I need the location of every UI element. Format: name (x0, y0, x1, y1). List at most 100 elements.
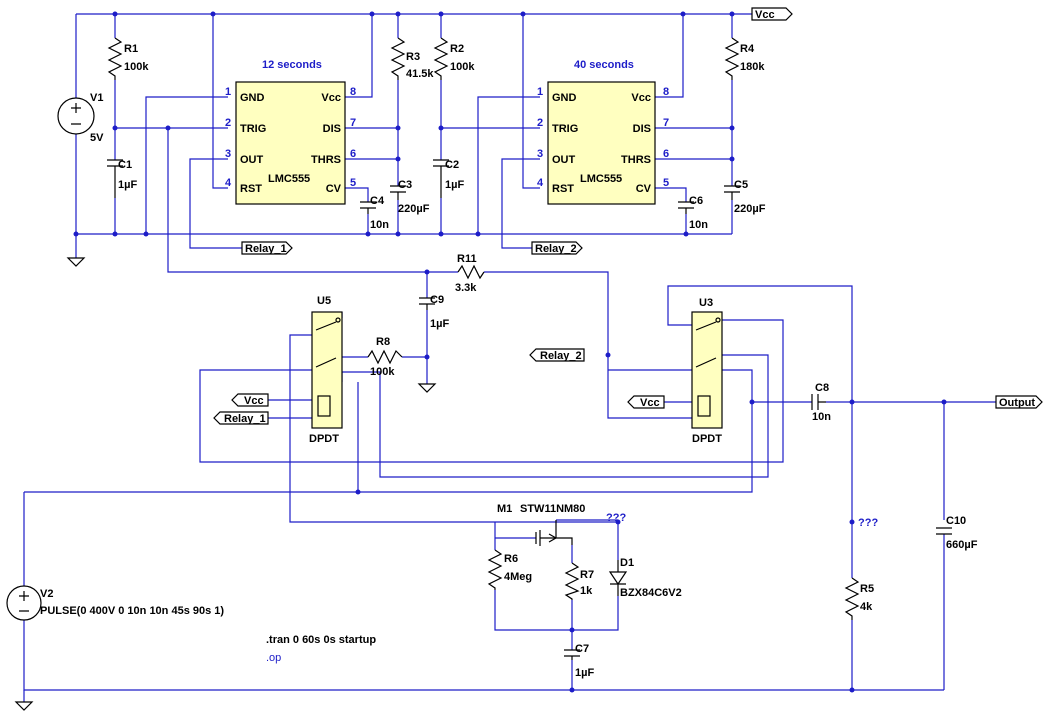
r5-value: 4k (860, 601, 873, 613)
pin-number: 3 (225, 148, 231, 160)
r7-name: R7 (580, 569, 594, 581)
probes: ??? ??? (606, 512, 878, 529)
pin-name: Vcc (321, 92, 341, 104)
zener-diode-d1: D1 BZX84C6V2 (608, 557, 682, 599)
chip-part: LMC555 (268, 173, 310, 185)
c5-name: C5 (734, 179, 748, 191)
r8-name: R8 (376, 336, 390, 348)
r11-name: R11 (457, 253, 477, 265)
r1-value: 100k (124, 61, 149, 73)
pin-name: CV (636, 183, 652, 195)
r6-name: R6 (504, 553, 518, 565)
directive-op: .op (266, 652, 281, 664)
u5-name: U5 (317, 295, 331, 307)
r3-name: R3 (406, 51, 420, 63)
capacitor-c4 (360, 201, 376, 214)
pin-number: 8 (350, 86, 356, 98)
pin-name: GND (240, 92, 265, 104)
resistor-r6 (487, 549, 503, 590)
flag-output: Output (999, 397, 1035, 409)
source-v2 (6, 585, 42, 621)
pin-number: 6 (350, 148, 356, 160)
resistor-r11 (457, 264, 485, 280)
r8-value: 100k (370, 366, 395, 378)
probe-r5-top: ??? (858, 517, 878, 529)
r5-name: R5 (860, 583, 874, 595)
c9-value: 1µF (430, 318, 449, 330)
v2-value: PULSE(0 400V 0 10n 10n 45s 90s 1) (40, 605, 224, 617)
pin-number: 3 (537, 148, 543, 160)
r4-name: R4 (740, 43, 755, 55)
c10-value: 660µF (946, 539, 978, 551)
c10-name: C10 (946, 515, 966, 527)
capacitor-c10 (936, 527, 952, 535)
flag-vcc-top: Vcc (755, 9, 775, 21)
m1-value: STW11NM80 (520, 503, 585, 515)
v1-value: 5V (90, 132, 104, 144)
source-v1 (57, 97, 95, 135)
pin-name: DIS (633, 123, 651, 135)
v1-name: V1 (90, 92, 103, 104)
capacitor-c7 (564, 649, 580, 660)
resistor-r4 (724, 37, 740, 80)
pin-name: TRIG (552, 123, 578, 135)
resistor-r2 (433, 37, 449, 80)
chip-title: 12 seconds (262, 59, 322, 71)
pin-name: RST (240, 183, 262, 195)
flag-relay1-in: Relay_1 (224, 413, 266, 425)
m1-name: M1 (497, 503, 512, 515)
v2-name: V2 (40, 588, 53, 600)
pin-number: 8 (663, 86, 669, 98)
pin-number: 4 (225, 177, 232, 189)
pin-number: 6 (663, 148, 669, 160)
c4-value: 10n (370, 219, 389, 231)
capacitors: C1 1µF C2 1µF C3 220µF C4 10n C5 220µF C… (107, 159, 978, 679)
relay-u3: U3 DPDT (691, 297, 723, 445)
u5-value: DPDT (309, 433, 339, 445)
net-flags: Vcc Relay_1 Relay_2 Relay_2 Vcc Relay_1 … (213, 7, 1043, 425)
spice-directives: .tran 0 60s 0s startup .op (266, 634, 376, 664)
c6-value: 10n (689, 219, 708, 231)
capacitor-c1 (107, 159, 123, 198)
r1-name: R1 (124, 43, 138, 55)
c8-name: C8 (815, 382, 829, 394)
resistor-r1 (107, 37, 123, 80)
c7-value: 1µF (575, 667, 594, 679)
pin-number: 7 (663, 117, 669, 129)
resistor-r3 (390, 37, 406, 80)
r4-value: 180k (740, 61, 765, 73)
c8-value: 10n (812, 411, 831, 423)
flag-relay1-out: Relay_1 (245, 243, 287, 255)
timer-chip-1: 12 seconds LMC555 GND TRIG OUT RST 1 2 3… (225, 59, 356, 205)
c6-name: C6 (689, 195, 703, 207)
pin-name: OUT (552, 154, 576, 166)
u3-name: U3 (699, 297, 713, 309)
r2-name: R2 (450, 43, 464, 55)
flag-relay2-out: Relay_2 (535, 243, 577, 255)
c3-value: 220µF (398, 203, 430, 215)
chip-title: 40 seconds (574, 59, 634, 71)
c3-name: C3 (398, 179, 412, 191)
c7-name: C7 (575, 643, 589, 655)
d1-value: BZX84C6V2 (620, 587, 682, 599)
flag-vcc-u5: Vcc (244, 395, 264, 407)
pin-name: GND (552, 92, 577, 104)
d1-name: D1 (620, 557, 634, 569)
directive-tran: .tran 0 60s 0s startup (266, 634, 376, 646)
c5-value: 220µF (734, 203, 766, 215)
flag-relay2-in: Relay_2 (540, 350, 582, 362)
pin-name: OUT (240, 154, 264, 166)
pin-number: 1 (537, 86, 543, 98)
pin-name: THRS (621, 154, 651, 166)
pin-number: 2 (537, 117, 543, 129)
pin-name: THRS (311, 154, 341, 166)
capacitor-c8 (811, 394, 826, 410)
chip-part: LMC555 (580, 173, 622, 185)
r2-value: 100k (450, 61, 475, 73)
pin-number: 2 (225, 117, 231, 129)
c1-value: 1µF (118, 179, 137, 191)
capacitor-c9 (419, 297, 435, 310)
ground-symbols (14, 257, 437, 711)
junctions (73, 11, 947, 693)
